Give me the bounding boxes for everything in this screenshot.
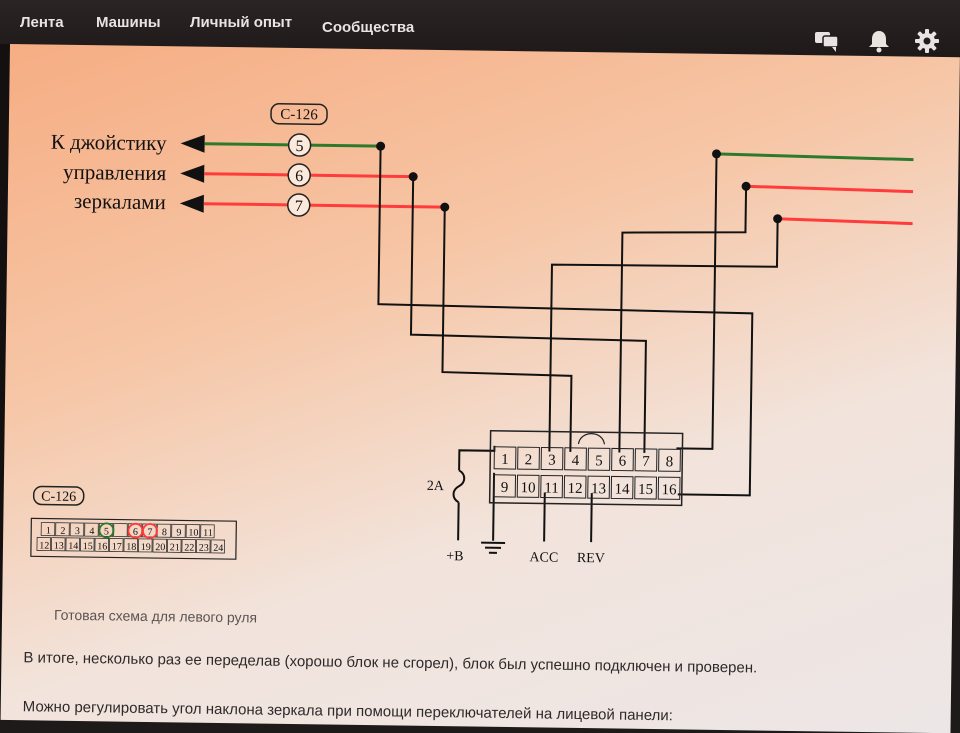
power-label-acc: ACC: [529, 550, 558, 565]
small-pin-top-3: 3: [75, 526, 80, 537]
nav-item-experience[interactable]: Личный опыт: [190, 14, 292, 31]
arrow-wire-5: [181, 134, 205, 152]
small-pin-box: [114, 523, 128, 536]
article-paragraph-2: Можно регулировать угол наклона зеркала …: [23, 696, 783, 728]
wiring-diagram: C-126 К джойстику управления зеркалами 5…: [2, 44, 960, 657]
image-caption: Готовая схема для левого руля: [54, 607, 257, 626]
small-pin-bottom-12: 12: [39, 540, 49, 551]
main-pin-top-3: 3: [548, 453, 556, 469]
power-label-b: +B: [446, 549, 463, 564]
arrow-wire-7: [180, 194, 204, 212]
small-pin-bottom-22: 22: [184, 542, 194, 553]
fuse-label: 2A: [427, 479, 445, 494]
connector-label: C-126: [280, 107, 318, 124]
small-pin-top-6: 6: [133, 527, 138, 538]
right-wire-red-2: [778, 219, 913, 224]
main-pin-bottom-15: 15: [638, 482, 653, 498]
main-pin-bottom-16: 16: [661, 482, 677, 498]
small-pin-bottom-21: 21: [170, 542, 180, 553]
small-pin-top-4: 4: [89, 526, 94, 537]
small-pin-top-5: 5: [104, 526, 109, 537]
nav-item-feed[interactable]: Лента: [20, 14, 64, 31]
main-pin-bottom-9: 9: [501, 480, 509, 496]
main-pin-bottom-13: 13: [591, 481, 606, 497]
main-pin-top-6: 6: [619, 454, 627, 470]
main-pin-bottom-10: 10: [520, 480, 535, 496]
main-pin-top-4: 4: [572, 453, 580, 469]
fuse-symbol: [453, 470, 464, 502]
chat-icon[interactable]: [814, 28, 840, 54]
wire-number-6-text: 6: [295, 168, 303, 185]
small-pin-bottom-14: 14: [68, 541, 78, 552]
article-content: C-126 К джойстику управления зеркалами 5…: [1, 44, 960, 733]
small-pin-bottom-23: 23: [199, 543, 209, 554]
small-connector-label: C-126: [41, 489, 76, 504]
small-pin-top-2: 2: [60, 526, 65, 537]
ground-symbol: [481, 543, 505, 553]
main-pin-bottom-12: 12: [567, 481, 582, 497]
small-pin-bottom-13: 13: [54, 541, 64, 552]
wire-7-red: [204, 204, 445, 207]
right-wire-red-1: [746, 186, 913, 191]
small-pin-bottom-17: 17: [112, 541, 122, 552]
small-pin-top-9: 9: [176, 527, 181, 538]
small-pin-top-7: 7: [147, 527, 152, 538]
main-pin-bottom-14: 14: [614, 481, 630, 497]
small-pin-bottom-19: 19: [141, 542, 151, 553]
main-pin-top-1: 1: [501, 452, 509, 468]
nav-item-communities[interactable]: Сообщества: [322, 19, 414, 36]
bell-icon[interactable]: [866, 28, 892, 54]
right-wire-green: [716, 154, 913, 160]
joystick-label-line3: зеркалами: [74, 189, 166, 214]
small-pin-top-8: 8: [162, 527, 167, 538]
small-pin-top-1: 1: [46, 526, 51, 537]
small-pin-bottom-18: 18: [126, 542, 136, 553]
main-pin-top-8: 8: [666, 454, 674, 470]
main-pin-bottom-11: 11: [544, 481, 559, 497]
main-pin-top-5: 5: [595, 453, 603, 469]
main-pin-top-7: 7: [642, 454, 650, 470]
small-pin-bottom-15: 15: [83, 541, 93, 552]
nav-item-cars[interactable]: Машины: [96, 14, 161, 31]
joystick-label-line2: управления: [63, 160, 167, 185]
small-pin-bottom-20: 20: [155, 542, 165, 553]
power-label-rev: REV: [577, 551, 605, 566]
small-pin-bottom-24: 24: [213, 543, 223, 554]
main-pin-top-2: 2: [525, 452, 533, 468]
wire-number-7-text: 7: [295, 198, 303, 215]
joystick-label-line1: К джойстику: [51, 130, 168, 156]
small-pin-top-10: 10: [188, 528, 198, 539]
arrow-wire-6: [180, 164, 204, 182]
small-pin-top-11: 11: [203, 528, 213, 539]
wire-number-5-text: 5: [295, 138, 303, 155]
gear-icon[interactable]: [914, 28, 940, 54]
small-pin-bottom-16: 16: [97, 541, 107, 552]
